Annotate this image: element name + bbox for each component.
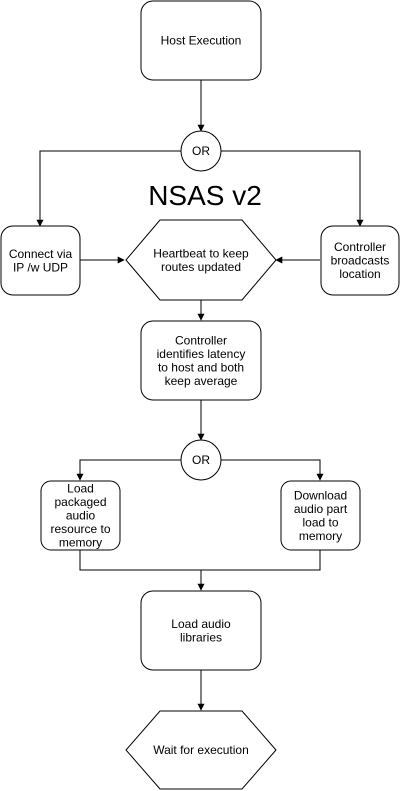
node-host-execution-label: Host Execution — [161, 34, 242, 48]
label-line: Wait for execution — [153, 743, 249, 757]
label-line: Heartbeat to keep — [153, 246, 249, 260]
label-line: memory — [299, 529, 342, 543]
edge-download-merge — [201, 550, 321, 571]
label-line: libraries — [180, 630, 222, 644]
edge-load-packaged-merge — [79, 550, 201, 571]
label-line: resource to — [50, 522, 110, 536]
label-line: OR — [192, 144, 210, 158]
label-line: Host Execution — [161, 34, 242, 48]
edge-or-to-download — [221, 459, 324, 481]
label-line: packaged — [54, 495, 106, 509]
edge-or-to-connect — [36, 150, 181, 227]
label-line: audio — [66, 509, 96, 523]
label-line: routes updated — [161, 260, 241, 274]
edge-or-to-load-packaged — [76, 459, 181, 481]
label-line: to host and both — [158, 360, 244, 374]
label-line: IP /w UDP — [13, 260, 68, 274]
label-line: load to — [302, 515, 338, 529]
label-line: OR — [192, 453, 210, 467]
diagram-title: NSAS v2 — [148, 180, 262, 211]
label-line: memory — [59, 536, 102, 550]
label-line: audio part — [294, 502, 348, 516]
node-or-top: OR — [180, 130, 222, 172]
label-line: Controller — [334, 240, 386, 254]
label-line: identifies latency — [157, 347, 246, 361]
label-line: keep average — [165, 374, 238, 388]
node-or-top-label: OR — [192, 144, 210, 158]
label-line: broadcasts — [331, 254, 390, 268]
node-wait-for-execution-label: Wait for execution — [153, 743, 249, 757]
node-or-middle: OR — [180, 439, 222, 481]
node-host-execution: Host Execution — [140, 0, 262, 81]
label-line: Download — [294, 488, 347, 502]
node-or-middle-label: OR — [192, 453, 210, 467]
connectors — [36, 80, 364, 711]
node-wait-for-execution: Wait for execution — [125, 710, 277, 790]
label-line: location — [339, 267, 380, 281]
label-line: Connect via — [9, 247, 73, 261]
edge-or-to-broadcast — [221, 150, 364, 227]
label-line: Load — [67, 482, 94, 496]
label-line: Controller — [175, 333, 227, 347]
label-line: Load audio — [171, 617, 231, 631]
